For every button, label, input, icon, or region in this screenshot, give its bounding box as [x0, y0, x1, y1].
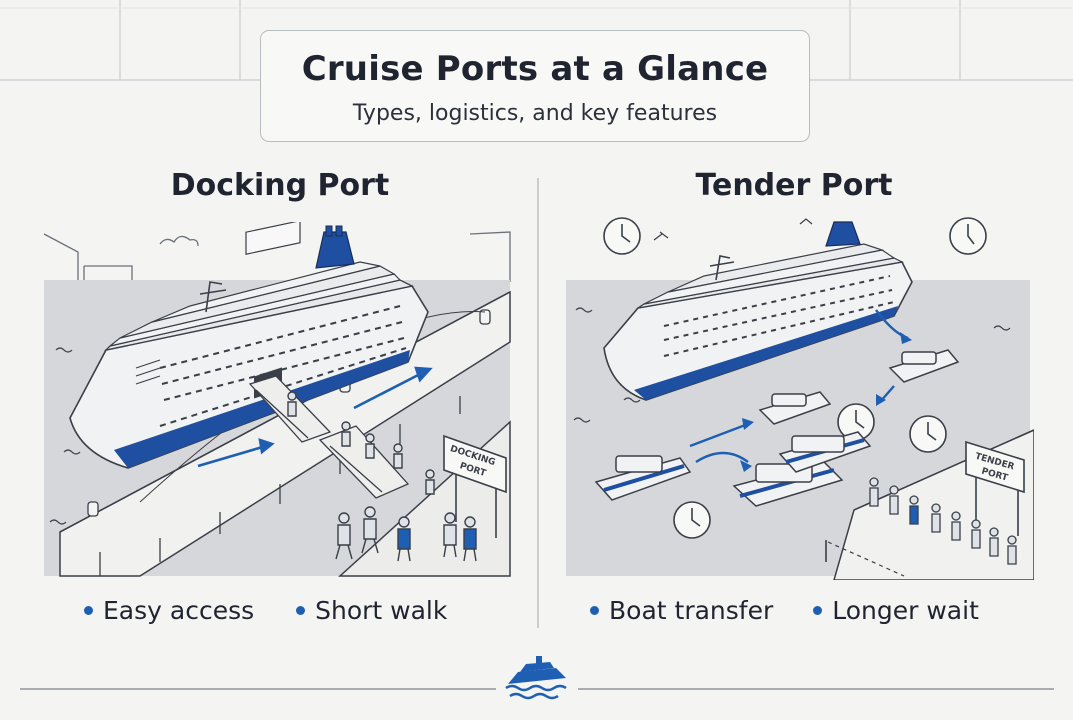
- tender-cruise-ship: [603, 221, 913, 401]
- footer-line-left: [20, 688, 496, 690]
- tender-feature-1-label: Boat transfer: [609, 596, 774, 625]
- tender-port-illustration: TENDER PORT: [566, 217, 1034, 580]
- tender-port-sign: TENDER PORT: [965, 440, 1025, 536]
- tender-boat-1: [888, 349, 960, 383]
- docking-feature-1-label: Easy access: [103, 596, 255, 625]
- tender-feature-2-label: Longer wait: [832, 596, 979, 625]
- bullet-dot: [296, 606, 306, 615]
- bullet-dot: [590, 606, 599, 615]
- docking-feature-1: Easy access: [84, 596, 254, 625]
- walkway-arrows: [197, 366, 433, 468]
- tender-queue-passengers: [869, 477, 1017, 565]
- clock-icon-1: [603, 217, 641, 255]
- docking-cruise-ship: [69, 222, 429, 469]
- header-card: Cruise Ports at a Glance Types, logistic…: [260, 30, 810, 142]
- page-subtitle: Types, logistics, and key features: [352, 101, 718, 126]
- docking-port-title: Docking Port: [170, 168, 390, 203]
- tender-features: Boat transfer Longer wait: [590, 596, 979, 625]
- wait-clock-icons: [603, 217, 987, 539]
- bullet-dot: [84, 606, 93, 615]
- cruise-ship-logo-icon: [505, 656, 567, 700]
- docking-feature-2-label: Short walk: [315, 596, 448, 625]
- bullet-dot: [813, 606, 823, 615]
- footer-line-right: [578, 688, 1054, 690]
- panel-divider: [537, 178, 539, 628]
- docking-feature-2: Short walk: [296, 596, 447, 625]
- tender-boat-3: [594, 455, 692, 501]
- docking-passengers: [287, 391, 477, 562]
- page-title: Cruise Ports at a Glance: [301, 49, 769, 89]
- tender-feature-2: Longer wait: [813, 596, 979, 625]
- tender-boat-2: [758, 391, 832, 425]
- clock-icon-4: [909, 415, 947, 453]
- tender-boat-4: [732, 461, 844, 507]
- docking-features: Easy access Short walk: [84, 596, 447, 625]
- tender-port-title: Tender Port: [695, 168, 893, 203]
- tender-feature-1: Boat transfer: [590, 596, 773, 625]
- docking-port-illustration: DOCKING PORT: [43, 222, 511, 577]
- tender-boat-5: [778, 431, 872, 473]
- clock-icon-2: [949, 217, 987, 255]
- tender-boats: [594, 349, 960, 507]
- clock-icon-5: [673, 501, 711, 539]
